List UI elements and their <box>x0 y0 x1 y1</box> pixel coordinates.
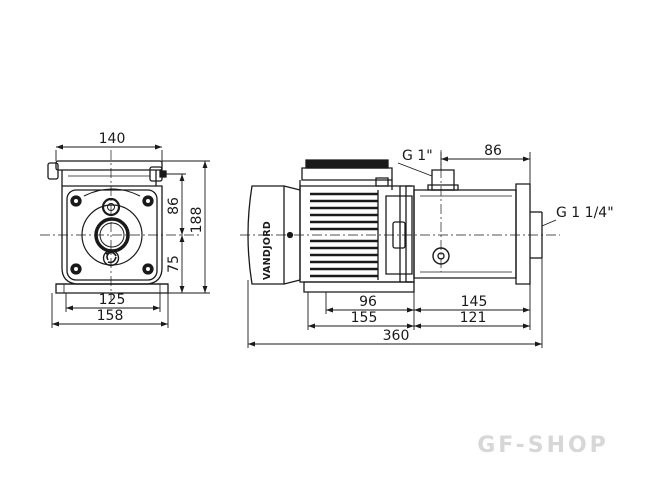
side-dimensions <box>248 152 556 348</box>
dim-121: 121 <box>460 310 487 326</box>
side-view <box>240 150 560 292</box>
outlet-nozzle <box>428 170 458 190</box>
dim-360: 360 <box>383 328 410 344</box>
side-centerline <box>240 150 560 272</box>
front-base-plate <box>56 284 168 293</box>
dim-86-side: 86 <box>484 143 502 159</box>
motor-body <box>288 186 401 282</box>
front-housing <box>62 186 162 284</box>
pump-housing <box>414 184 542 284</box>
dim-96: 96 <box>359 294 377 310</box>
dim-188: 188 <box>189 207 205 234</box>
dim-75: 75 <box>166 255 182 273</box>
dimension-labels: 140 125 158 86 75 188 96 145 155 121 360… <box>97 131 614 344</box>
front-view <box>40 150 200 300</box>
front-top-terminal <box>48 161 166 186</box>
dim-158: 158 <box>97 308 124 324</box>
dim-86-front: 86 <box>166 197 182 215</box>
outlet-connection-label: G 1" <box>402 148 433 164</box>
inlet-connection-label: G 1 1/4" <box>556 205 614 221</box>
front-dimensions <box>52 144 210 328</box>
side-base <box>304 282 414 292</box>
front-centerlines <box>40 150 200 300</box>
terminal-box <box>300 160 392 190</box>
dim-155: 155 <box>351 310 378 326</box>
brand-label: VANDJORD <box>262 221 273 280</box>
watermark-logo: GF-SHOP <box>477 433 609 458</box>
dim-145: 145 <box>461 294 488 310</box>
dim-125: 125 <box>99 292 126 308</box>
dim-140: 140 <box>99 131 126 147</box>
